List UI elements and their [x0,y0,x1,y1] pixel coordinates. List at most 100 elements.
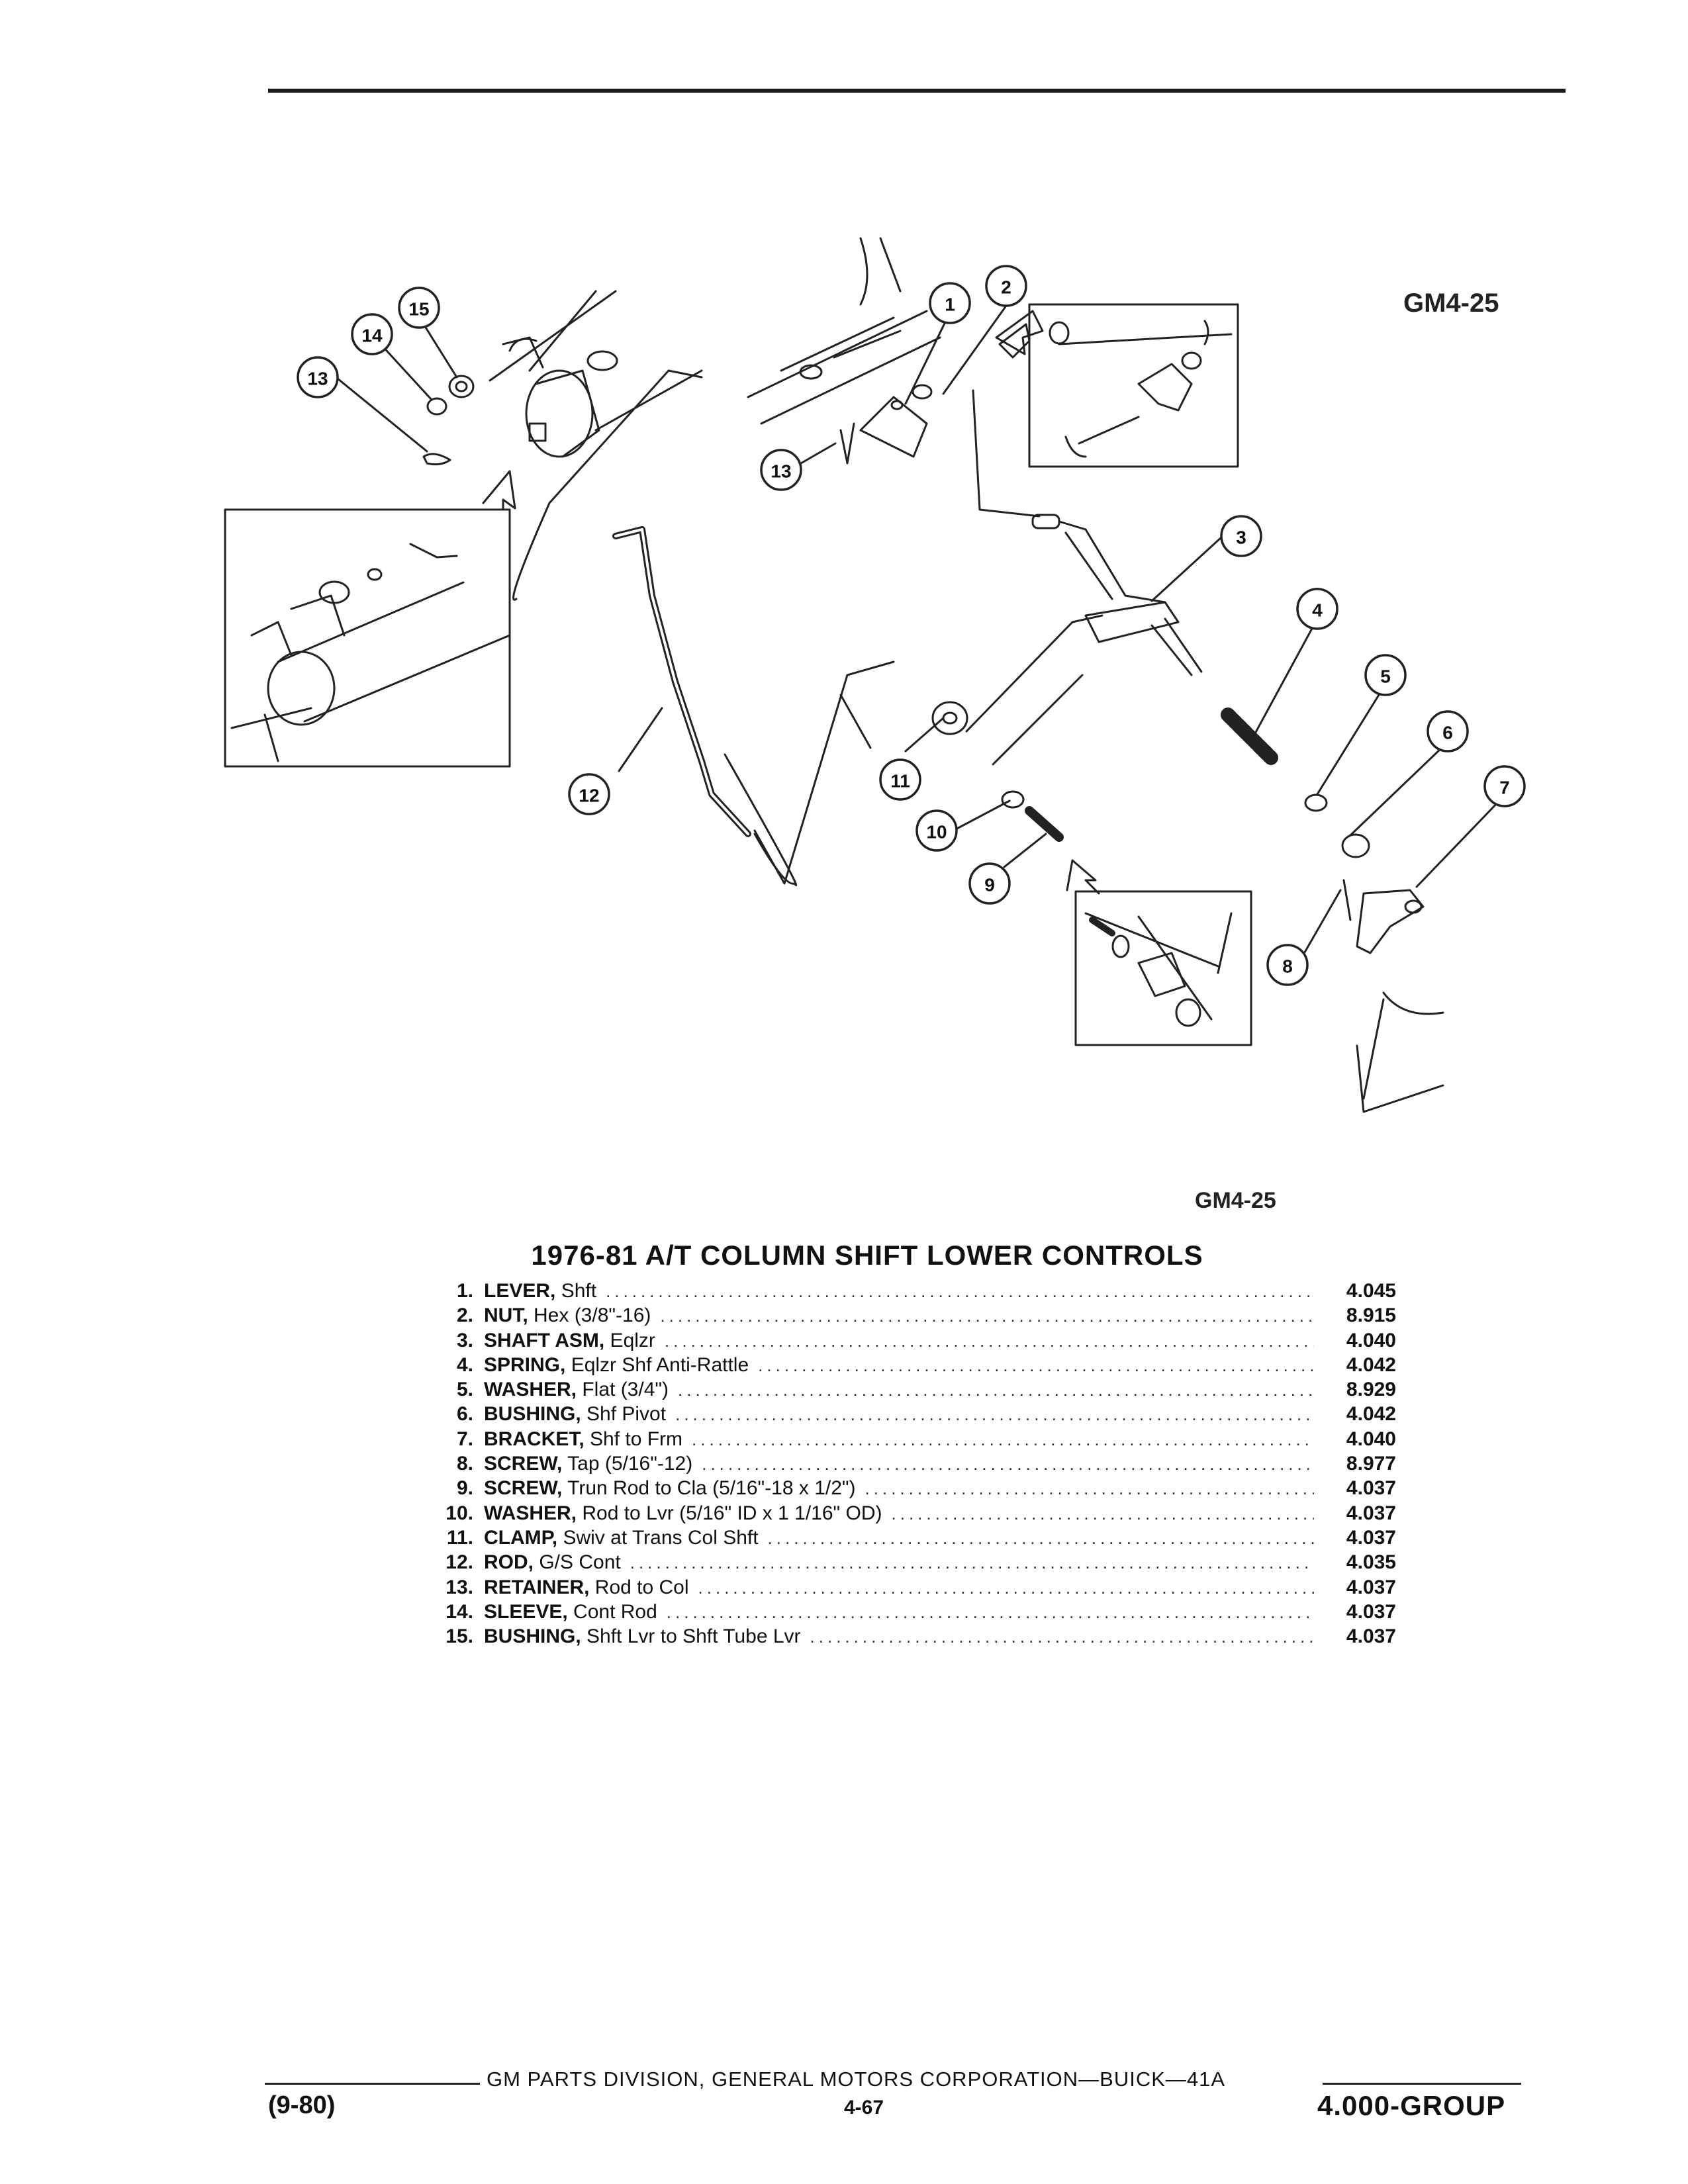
dot-leader [892,1502,1315,1526]
figure-code-bottom: GM4-25 [1195,1188,1276,1213]
part-name: RETAINER, [484,1576,590,1598]
lever-inset-content [1049,320,1233,458]
part-number: 4. [456,1353,473,1376]
dot-leader [810,1625,1314,1649]
callout-12: 12 [579,786,599,806]
footer-group: 4.000-GROUP [1317,2090,1506,2121]
part-description: Trun Rod to Cla (5/16"-18 x 1/2") [562,1477,856,1500]
inset-arrow-bottom [1066,859,1100,895]
dot-leader [678,1378,1314,1402]
part-number: 8. [456,1453,473,1475]
part-number: 14. [445,1600,473,1623]
callout-10: 10 [926,822,947,842]
dot-leader [675,1402,1314,1427]
part-name: BUSHING, [484,1625,581,1648]
part-group-code: 4.042 [1346,1353,1396,1376]
part-row: 12. ROD, G/S Cont 4.035 [407,1550,1413,1574]
dot-leader [630,1551,1314,1575]
part-number: 12. [445,1551,473,1574]
callout-circles [297,265,1526,986]
part-group-code: 8.929 [1346,1379,1396,1401]
page-number: 4-67 [843,2097,884,2118]
part-name: SCREW, [484,1453,563,1475]
callout-11: 11 [890,771,910,792]
part-number: 1. [456,1280,473,1302]
part-description: Shf to Frm [584,1428,683,1450]
part-row: 14.SLEEVE, Cont Rod4.037 [407,1600,1413,1624]
lever-detail-inset [1028,303,1239,468]
part-name: LEVER, [484,1280,556,1302]
footer-rule-right [1323,2083,1521,2085]
footer-corporation: GM PARTS DIVISION, GENERAL MOTORS CORPOR… [487,2068,1226,2091]
part-group-code: 4.040 [1346,1329,1396,1351]
part-name: SPRING, [484,1353,566,1376]
part-row: 15.BUSHING, Shft Lvr to Shft Tube Lvr4.0… [407,1624,1413,1649]
part-name: WASHER, [484,1502,577,1524]
part-row: 9. SCREW, Trun Rod to Cla (5/16"-18 x 1/2… [407,1476,1413,1500]
dot-leader [698,1576,1314,1600]
callout-5: 5 [1380,666,1391,687]
part-group-code: 4.037 [1346,1477,1396,1500]
part-number: 5. [456,1379,473,1401]
part-group-code: 4.042 [1346,1403,1396,1426]
dot-leader [758,1353,1314,1378]
part-number: 9. [456,1477,473,1500]
part-group-code: 4.035 [1346,1551,1396,1574]
part-name: SLEEVE, [484,1600,568,1623]
callout-3: 3 [1236,527,1246,548]
part-row: 3.SHAFT ASM, Eqlzr4.040 [407,1328,1413,1353]
section-title: 1976-81 A/T COLUMN SHIFT LOWER CONTROLS [531,1240,1203,1271]
part-description: Tap (5/16"-12) [562,1453,693,1475]
part-row: 1.LEVER, Shft4.045 [407,1279,1413,1303]
part-group-code: 4.037 [1346,1526,1396,1549]
part-name: CLAMP, [484,1526,558,1549]
shaft-pivot-bushing [1341,833,1370,858]
figure-code-top: GM4-25 [1403,289,1499,318]
part-row: 13. RETAINER, Rod to Col 4.037 [407,1575,1413,1600]
part-row: 4. SPRING, Eqlzr Shf Anti-Rattle 4.042 [407,1353,1413,1377]
part-description: Rod to Col [589,1576,689,1598]
shaft-bracket [1342,879,1425,954]
part-name: SHAFT ASM, [484,1329,605,1351]
exploded-parts-diagram: 1 2 3 4 5 6 7 8 9 10 11 12 13 13 14 15 [224,237,1526,1113]
part-description: Shf Pivot [581,1403,667,1426]
part-row: 7.BRACKET, Shf to Frm4.040 [407,1427,1413,1451]
callout-9: 9 [984,875,995,895]
transmission-lever-area [747,237,941,465]
sleeve-14 [426,397,447,416]
part-description: Shft Lvr to Shft Tube Lvr [581,1625,801,1648]
part-number: 13. [445,1576,473,1598]
part-group-code: 8.915 [1346,1304,1396,1327]
part-group-code: 4.045 [1346,1280,1396,1302]
part-group-code: 4.037 [1346,1502,1396,1524]
trunnion-screw [1025,806,1064,842]
dot-leader [768,1526,1314,1551]
footer-date: (9-80) [268,2091,336,2119]
callout-labels: 1 2 3 4 5 6 7 8 9 10 11 12 13 13 14 15 [307,277,1509,977]
part-description: G/S Cont [534,1551,621,1574]
callout-8: 8 [1282,956,1293,977]
dot-leader [667,1600,1314,1625]
part-group-code: 4.037 [1346,1576,1396,1598]
footer-rule-left [265,2083,480,2085]
part-name: BUSHING, [484,1403,581,1426]
part-name: SCREW, [484,1477,563,1500]
part-name: ROD, [484,1551,534,1574]
part-description: Eqlzr Shf Anti-Rattle [565,1353,749,1376]
trunnion-detail-inset [1074,890,1252,1046]
swivel-clamp [931,701,968,735]
part-number: 11. [446,1526,473,1549]
frame-section [1356,991,1444,1113]
rod-washer [1001,790,1025,809]
part-description: Flat (3/4") [577,1379,669,1401]
column-detail-inset [224,508,511,768]
inset-arrow-right [998,323,1031,359]
callout-4: 4 [1312,600,1323,621]
flat-washer [1304,794,1328,812]
retainer-13-left [422,453,451,466]
part-row: 2.NUT, Hex (3/8"-16)8.915 [407,1303,1413,1328]
column-inset-content [230,543,511,762]
anti-rattle-spring [1221,707,1278,765]
part-number: 6. [456,1403,473,1426]
callout-2: 2 [1001,277,1011,298]
